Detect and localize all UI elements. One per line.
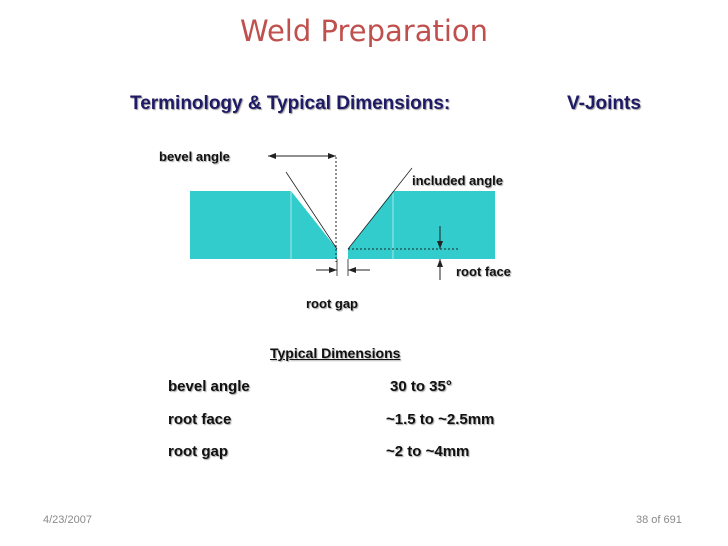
typical-dimensions-heading: Typical Dimensions: [270, 345, 401, 361]
bevel-extension-left: [285, 171, 338, 250]
dim-name-bevel-angle: bevel angle: [168, 378, 250, 395]
root-face-label: root face: [456, 264, 511, 279]
slide-title: Weld Preparation: [239, 14, 489, 48]
footer-date: 4/23/2007: [43, 514, 92, 526]
included-angle-label: included angle: [412, 173, 504, 188]
bevel-angle-label: bevel angle: [159, 149, 230, 164]
dim-name-root-gap: root gap: [168, 443, 228, 460]
footer-page-number: 38 of 691: [636, 514, 682, 526]
dim-value-bevel-angle: 30 to 35°: [390, 378, 452, 395]
root-gap-label: root gap: [306, 296, 358, 311]
subtitle-terminology: Terminology & Typical Dimensions:: [130, 93, 451, 114]
right-plate: [348, 191, 495, 259]
left-plate: [190, 191, 337, 259]
dim-name-root-face: root face: [168, 411, 232, 428]
bevel-extension-right: [347, 167, 413, 250]
dim-value-root-face: ~1.5 to ~2.5mm: [386, 411, 495, 428]
dim-value-root-gap: ~2 to ~4mm: [386, 443, 470, 460]
subtitle-v-joints: V-Joints: [567, 93, 641, 114]
